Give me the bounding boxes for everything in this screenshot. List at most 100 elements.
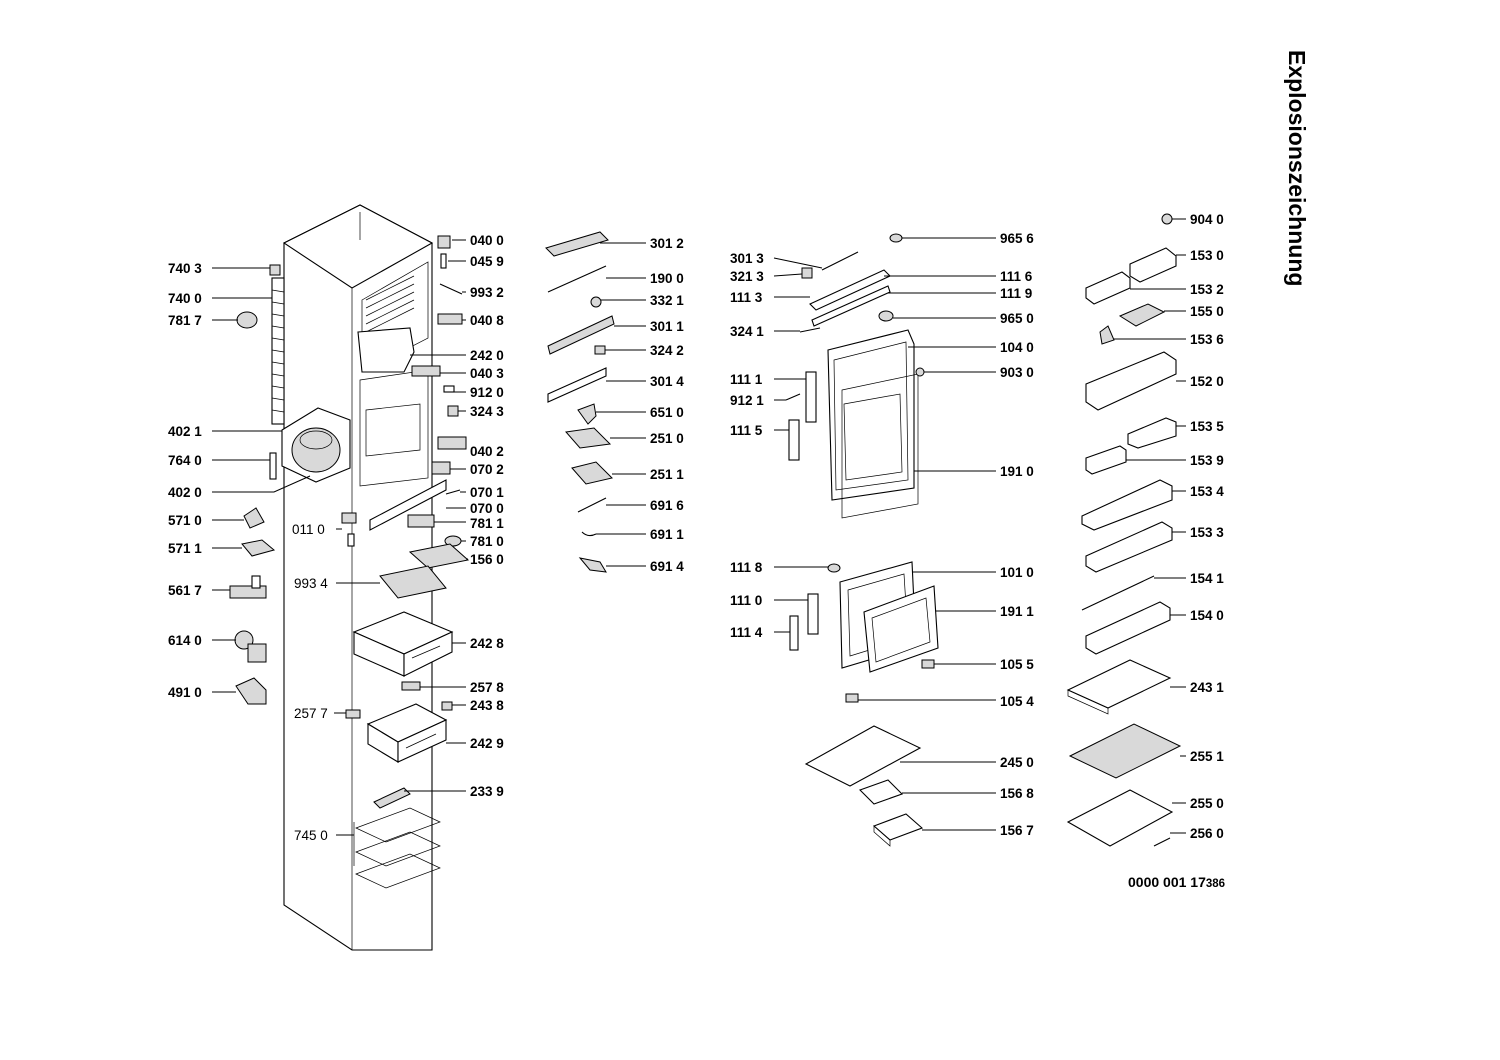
part-label: 571 0 <box>168 513 202 528</box>
part-label: 324 3 <box>470 404 504 419</box>
part-label: 040 0 <box>470 233 504 248</box>
part-label: 111 8 <box>730 560 763 575</box>
part-label: 301 1 <box>650 319 684 334</box>
leader-lines <box>212 218 1186 836</box>
part-label: 993 2 <box>470 285 504 300</box>
part-label: 781 7 <box>168 313 202 328</box>
part-label: 324 2 <box>650 343 684 358</box>
part-label: 155 0 <box>1190 304 1224 319</box>
part-label: 614 0 <box>168 633 202 648</box>
part-label: 651 0 <box>650 405 684 420</box>
part-label: 561 7 <box>168 583 202 598</box>
part-label: 402 1 <box>168 424 202 439</box>
part-label: 191 1 <box>1000 604 1034 619</box>
part-label: 256 0 <box>1190 826 1224 841</box>
part-label: 965 0 <box>1000 311 1034 326</box>
control-parts <box>545 231 615 573</box>
part-label: 153 4 <box>1190 484 1224 499</box>
drawers-and-baskets <box>345 611 454 889</box>
part-label: 243 1 <box>1190 680 1224 695</box>
part-label: 691 1 <box>650 527 684 542</box>
part-label: 993 4 <box>294 576 328 591</box>
part-label: 301 3 <box>730 251 764 266</box>
part-label: 156 0 <box>470 552 504 567</box>
part-label: 153 5 <box>1190 419 1224 434</box>
part-label: 251 0 <box>650 431 684 446</box>
part-label: 691 6 <box>650 498 684 513</box>
part-label: 243 8 <box>470 698 504 713</box>
part-label: 242 8 <box>470 636 504 651</box>
part-label: 912 1 <box>730 393 764 408</box>
document-number-main: 0000 001 17 <box>1128 874 1206 890</box>
part-label: 242 0 <box>470 348 504 363</box>
small-fittings <box>229 235 470 705</box>
part-label: 324 1 <box>730 324 764 339</box>
part-label: 764 0 <box>168 453 202 468</box>
part-label: 156 8 <box>1000 786 1034 801</box>
part-label: 251 1 <box>650 467 684 482</box>
part-label: 105 4 <box>1000 694 1034 709</box>
part-label: 105 5 <box>1000 657 1034 672</box>
part-label: 965 6 <box>1000 231 1034 246</box>
part-label: 153 9 <box>1190 453 1224 468</box>
part-label: 332 1 <box>650 293 684 308</box>
part-label: 912 0 <box>470 385 504 400</box>
part-label: 740 0 <box>168 291 202 306</box>
door-shelves <box>1066 213 1182 847</box>
document-number: 0000 001 17386 <box>1128 874 1225 890</box>
part-label: 402 0 <box>168 485 202 500</box>
part-label: 104 0 <box>1000 340 1034 355</box>
part-label: 111 1 <box>730 372 763 387</box>
part-label: 111 0 <box>730 593 762 608</box>
part-label: 070 1 <box>470 485 504 500</box>
part-label: 245 0 <box>1000 755 1034 770</box>
part-label: 257 7 <box>294 706 328 721</box>
part-label: 154 1 <box>1190 571 1224 586</box>
part-label: 903 0 <box>1000 365 1034 380</box>
part-labels: 040 0 045 9 740 3 740 0 993 2 781 7 040 … <box>168 212 1224 843</box>
part-label: 153 3 <box>1190 525 1224 540</box>
part-label: 040 2 <box>470 444 504 459</box>
part-label: 301 4 <box>650 374 684 389</box>
part-label: 191 0 <box>1000 464 1034 479</box>
part-label: 740 3 <box>168 261 202 276</box>
part-label: 745 0 <box>294 828 328 843</box>
part-sketches <box>229 204 1182 951</box>
part-label: 111 5 <box>730 423 763 438</box>
part-label: 255 1 <box>1190 749 1224 764</box>
part-label: 156 7 <box>1000 823 1034 838</box>
part-label: 153 0 <box>1190 248 1224 263</box>
part-label: 904 0 <box>1190 212 1224 227</box>
part-label: 691 4 <box>650 559 684 574</box>
part-label: 233 9 <box>470 784 504 799</box>
part-label: 190 0 <box>650 271 684 286</box>
part-label: 111 6 <box>1000 269 1033 284</box>
condenser <box>236 264 285 480</box>
part-label: 111 3 <box>730 290 763 305</box>
part-label: 153 2 <box>1190 282 1224 297</box>
part-label: 040 8 <box>470 313 504 328</box>
doors <box>785 233 939 847</box>
part-label: 242 9 <box>470 736 504 751</box>
part-label: 781 1 <box>470 516 504 531</box>
part-label: 111 9 <box>1000 286 1032 301</box>
part-label: 111 4 <box>730 625 763 640</box>
part-label: 491 0 <box>168 685 202 700</box>
part-label: 011 0 <box>292 522 325 537</box>
part-label: 070 2 <box>470 462 504 477</box>
part-label: 321 3 <box>730 269 764 284</box>
part-label: 301 2 <box>650 236 684 251</box>
part-label: 154 0 <box>1190 608 1224 623</box>
part-label: 781 0 <box>470 534 504 549</box>
cabinet-body <box>281 204 434 951</box>
part-label: 045 9 <box>470 254 504 269</box>
part-label: 153 6 <box>1190 332 1224 347</box>
part-label: 040 3 <box>470 366 504 381</box>
document-number-suffix: 386 <box>1205 878 1226 890</box>
part-label: 152 0 <box>1190 374 1224 389</box>
part-label: 070 0 <box>470 501 504 516</box>
part-label: 257 8 <box>470 680 504 695</box>
part-label: 571 1 <box>168 541 202 556</box>
